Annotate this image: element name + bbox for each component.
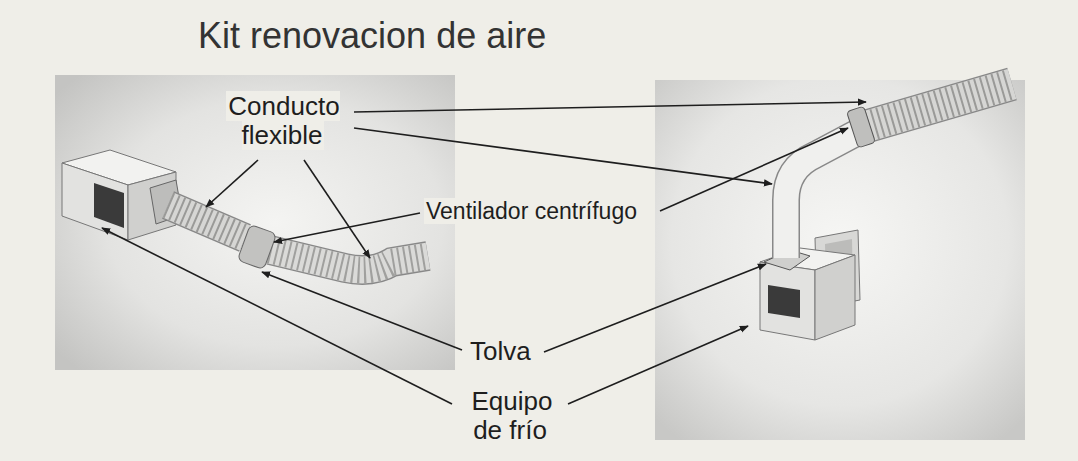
leader-line (274, 213, 420, 242)
duct-body (168, 205, 245, 238)
leader-line (304, 160, 370, 258)
leader-line (102, 228, 452, 404)
label-text: Conducto flexible (226, 91, 339, 150)
diagram-title: Kit renovacion de aire (196, 16, 548, 56)
label-text: Ventilador centrífugo (424, 198, 639, 224)
leader-line (544, 264, 766, 352)
title-text: Kit renovacion de aire (196, 15, 548, 56)
duct-ribs (270, 250, 428, 270)
unit-grille (768, 285, 800, 318)
label-text: Tolva (468, 336, 533, 366)
duct-body (270, 250, 428, 270)
duct-body (868, 84, 1012, 126)
duct-ribs (168, 205, 245, 238)
unit-side (815, 255, 855, 340)
duct-ribs (868, 84, 1012, 126)
leader-line (354, 128, 772, 184)
leader-lines (102, 102, 866, 404)
unit-front (760, 262, 815, 340)
part-label: Equipo de frío (463, 387, 559, 445)
duct-outline (168, 205, 245, 238)
leader-line (660, 128, 848, 211)
duct-outline (786, 130, 862, 258)
duct-outline (868, 84, 1012, 126)
photo-panel (655, 80, 1025, 440)
part-label: Ventilador centrífugo (424, 199, 639, 225)
label-text: Equipo de frío (470, 386, 553, 445)
unit-front (62, 163, 128, 240)
unit-grille (94, 183, 124, 228)
leader-line (568, 326, 748, 404)
part-label: Conducto flexible (220, 92, 346, 150)
duct-outline (270, 250, 428, 270)
leader-line (262, 272, 462, 350)
fan-ring (847, 106, 876, 148)
leader-line (354, 102, 866, 112)
fan-ring (237, 224, 276, 269)
photo-panel (55, 75, 455, 370)
cooling-unit (62, 150, 182, 240)
part-label: Tolva (468, 337, 533, 366)
rigid-duct (786, 84, 1012, 258)
leader-line (206, 160, 258, 207)
flexible-duct (168, 205, 428, 270)
duct-body (786, 130, 862, 258)
